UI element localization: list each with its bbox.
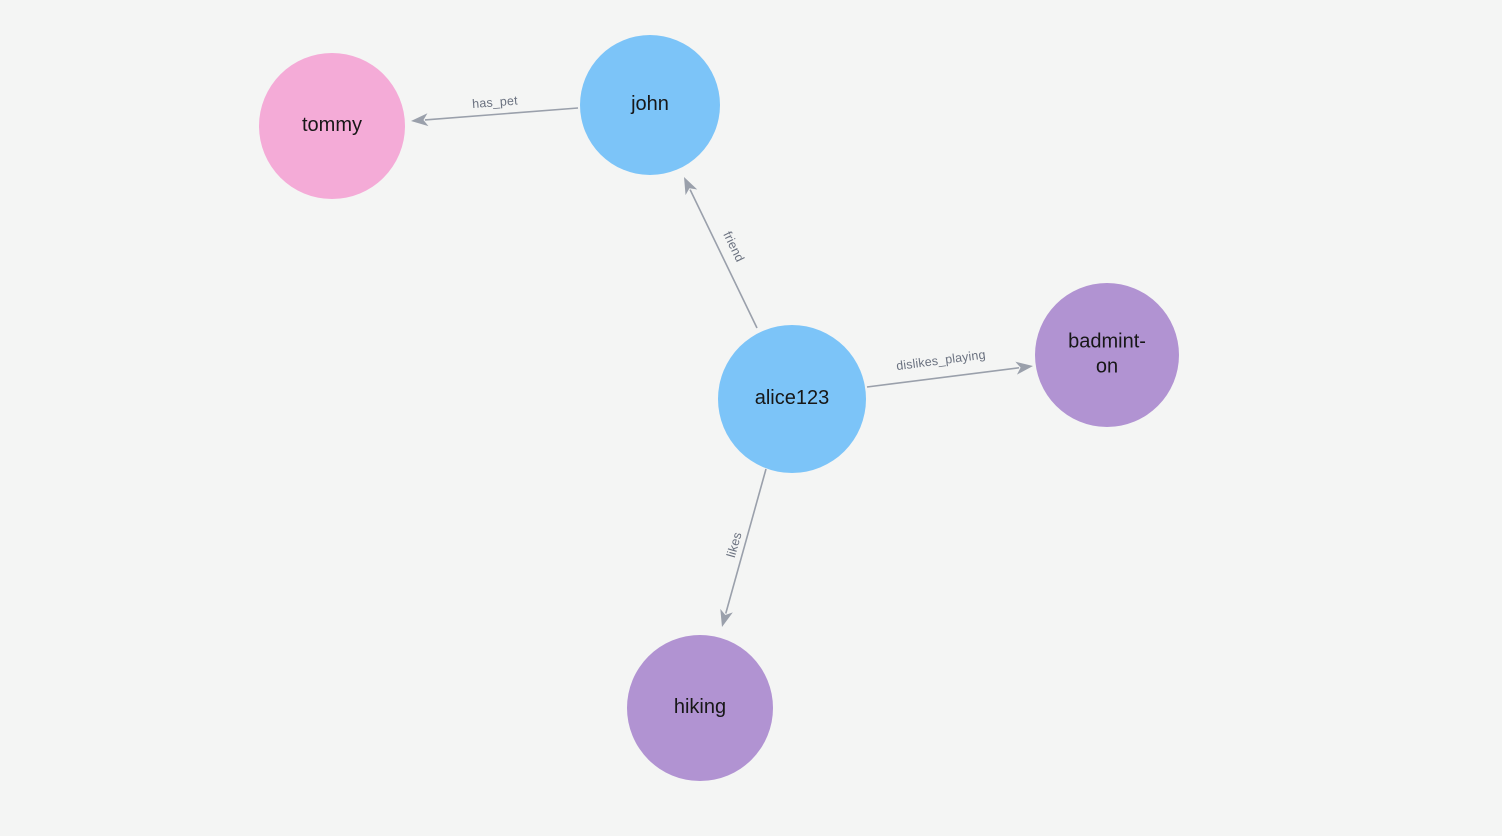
- node-circle[interactable]: [627, 635, 773, 781]
- node-circle[interactable]: [718, 325, 866, 473]
- graph-node-alice123[interactable]: alice123: [718, 325, 866, 473]
- edges-layer: [411, 107, 1033, 627]
- nodes-layer: tommy john alice123 badmint-on hiking: [259, 35, 1179, 781]
- edge-line: [424, 107, 579, 121]
- graph-node-badminton[interactable]: badmint-on: [1035, 283, 1179, 427]
- graph-edge[interactable]: [720, 468, 767, 627]
- node-label: john: [630, 93, 669, 115]
- node-circle[interactable]: [580, 35, 720, 175]
- node-label: tommy: [302, 114, 362, 136]
- edge-line: [724, 468, 767, 614]
- edge-arrowhead-icon: [411, 113, 429, 127]
- graph-node-hiking[interactable]: hiking: [627, 635, 773, 781]
- graph-edge[interactable]: [866, 361, 1033, 388]
- edge-line: [689, 189, 758, 329]
- node-label: hiking: [674, 696, 726, 718]
- edge-label: has_pet: [472, 94, 519, 112]
- node-label: badmint-on: [1068, 331, 1146, 378]
- edge-arrowhead-icon: [720, 608, 733, 627]
- node-circle[interactable]: [259, 53, 405, 199]
- graph-node-john[interactable]: john: [580, 35, 720, 175]
- edge-label: likes: [724, 530, 745, 559]
- edge-line: [866, 366, 1020, 388]
- node-label: alice123: [755, 387, 830, 409]
- graph-node-tommy[interactable]: tommy: [259, 53, 405, 199]
- graph-edge[interactable]: [411, 107, 579, 127]
- edge-arrowhead-icon: [1015, 361, 1033, 375]
- graph-edge[interactable]: [684, 177, 758, 329]
- node-circle[interactable]: [1035, 283, 1179, 427]
- edge-arrowhead-icon: [684, 177, 698, 196]
